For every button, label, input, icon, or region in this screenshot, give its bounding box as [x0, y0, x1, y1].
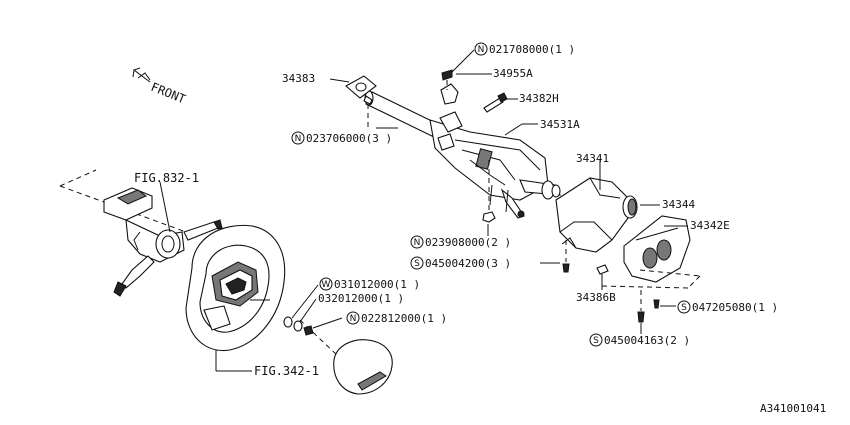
- svg-text:W: W: [322, 280, 331, 290]
- fastener-n021708000: N 021708000(1 ): [451, 42, 575, 73]
- fastener-code-023908000: 023908000(2 ): [425, 236, 511, 249]
- drawing-code: A341001041: [760, 402, 826, 415]
- washer-nut-stack: [283, 284, 343, 336]
- fastener-code-022812000: 022812000(1 ): [361, 312, 447, 325]
- part-34386B-clip: 34386B: [576, 264, 616, 304]
- nut-023908000: [482, 211, 496, 223]
- part-34382H-bolt: 34382H: [483, 92, 559, 113]
- front-arrow-icon: [132, 67, 151, 83]
- front-label: FRONT: [149, 80, 188, 107]
- part-34955A-grommet: 34955A: [440, 67, 533, 105]
- svg-text:N: N: [414, 238, 421, 248]
- fastener-032012000: 032012000(1 ): [318, 292, 404, 305]
- fastener-n023706000: N 023706000(3 ): [291, 95, 398, 145]
- part-34341-column-cover-upper: 34341: [555, 152, 631, 253]
- svg-text:S: S: [593, 336, 599, 346]
- part-number-34342E: 34342E: [690, 219, 730, 232]
- part-34344-bezel: 34344: [622, 195, 695, 219]
- part-34383-bracket: 34383: [282, 72, 377, 99]
- fastener-code-021708000: 021708000(1 ): [489, 43, 575, 56]
- fig-ref-342-1: FIG.342-1: [254, 364, 319, 378]
- part-34342E-column-cover-lower: 34342E: [601, 215, 730, 289]
- fig-ref-832-1: FIG.832-1: [134, 171, 199, 185]
- airbag-module: [299, 319, 393, 395]
- svg-text:N: N: [295, 134, 302, 144]
- svg-text:S: S: [681, 303, 687, 313]
- fastener-code-023706000: 023706000(3 ): [306, 132, 392, 145]
- part-number-34955A: 34955A: [493, 67, 533, 80]
- fastener-s047205080: S 047205080(1 ): [653, 299, 778, 314]
- svg-text:S: S: [414, 259, 420, 269]
- front-direction-indicator: FRONT: [132, 67, 188, 107]
- part-number-34383: 34383: [282, 72, 315, 85]
- svg-text:N: N: [350, 314, 357, 324]
- part-number-34344: 34344: [662, 198, 695, 211]
- svg-text:N: N: [478, 45, 485, 55]
- part-number-34382H: 34382H: [519, 92, 559, 105]
- fastener-s045004200: S 045004200(3 ): [410, 240, 570, 273]
- steering-column-assembly: [364, 90, 561, 219]
- fastener-code-031012000: 031012000(1 ): [334, 278, 420, 291]
- part-number-34341: 34341: [576, 152, 609, 165]
- fastener-code-032012000: 032012000(1 ): [318, 292, 404, 305]
- part-number-34386B: 34386B: [576, 291, 616, 304]
- fastener-w031012000: W 031012000(1 ): [319, 277, 420, 291]
- fastener-n023908000: N 023908000(2 ): [410, 224, 511, 249]
- fastener-code-045004200: 045004200(3 ): [425, 257, 511, 270]
- fastener-code-045004163: 045004163(2 ): [604, 334, 690, 347]
- fastener-code-047205080: 047205080(1 ): [692, 301, 778, 314]
- fastener-n022812000: N 022812000(1 ): [346, 311, 447, 325]
- steering-wheel: FIG.342-1: [185, 224, 319, 378]
- part-number-34531A: 34531A: [540, 118, 580, 131]
- combination-switch-assembly: FIG.832-1: [59, 169, 223, 297]
- fastener-s045004163: S 045004163(2 ): [589, 290, 690, 347]
